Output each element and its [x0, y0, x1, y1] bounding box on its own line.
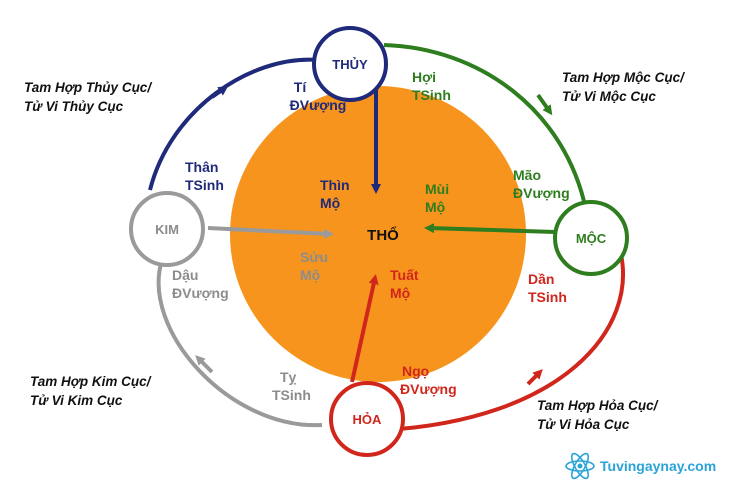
arc-moc-to-hoa	[384, 249, 626, 432]
label-mui-1: Mùi	[425, 181, 449, 197]
node-moc-label: MỘC	[576, 231, 607, 246]
arc-kim-to-thuy-head	[210, 85, 229, 99]
tam-hop-thuy-line1: Tam Hợp Thủy Cục/	[24, 80, 152, 95]
tam-hop-kim-line2: Tử Vi Kim Cục	[30, 393, 123, 408]
node-moc-circle	[553, 200, 629, 276]
label-tuat-2: Mộ	[390, 285, 410, 301]
arc-moc-to-hoa-head	[526, 369, 543, 386]
label-thin-2: Mộ	[320, 195, 340, 211]
label-ty-1: Tỵ	[280, 369, 297, 385]
label-than-2: TSinh	[185, 177, 224, 193]
arc-thuy-to-moc-head	[536, 93, 553, 116]
label-mui-2: Mộ	[425, 199, 445, 215]
tam-hop-moc-line1: Tam Hợp Mộc Cục/	[562, 70, 685, 85]
atom-icon	[565, 452, 595, 480]
node-hoa-circle	[329, 381, 405, 457]
watermark-text: Tuvingaynay.com	[600, 458, 716, 474]
label-than-1: Thân	[185, 159, 218, 175]
arc-hoa-to-kim	[156, 259, 323, 428]
node-kim-label: KIM	[155, 222, 179, 237]
label-dau-1: Dậu	[172, 267, 198, 283]
node-kim-circle	[129, 191, 205, 267]
label-ngo-1: Ngọ	[402, 363, 429, 379]
arc-hoa-to-kim-head	[195, 355, 214, 374]
label-dan-2: TSinh	[528, 289, 567, 305]
label-hoi-1: Hợi	[412, 69, 436, 85]
tam-hop-hoa-line2: Tử Vi Hỏa Cục	[537, 417, 630, 432]
label-dan-1: Dần	[528, 271, 554, 287]
node-thuy-circle	[312, 26, 388, 102]
node-hoa-label: HỎA	[353, 412, 383, 427]
label-mao-1: Mão	[513, 167, 541, 183]
tam-hop-hoa-line1: Tam Hợp Hỏa Cục/	[537, 398, 659, 413]
center-circle	[230, 86, 526, 382]
center-label: THỔ	[367, 226, 399, 244]
label-dau-2: ĐVượng	[172, 285, 229, 301]
label-ti-1: Tí	[294, 79, 308, 95]
arrow-moc-to-center	[424, 223, 556, 234]
label-tuat-1: Tuất	[390, 267, 419, 283]
label-ti-2: ĐVượng	[290, 97, 347, 113]
label-suu-1: Sửu	[300, 249, 328, 265]
tam-hop-thuy-line2: Tử Vi Thủy Cục	[24, 99, 124, 114]
label-ngo-2: ĐVượng	[400, 381, 457, 397]
tam-hop-kim-line1: Tam Hợp Kim Cục/	[30, 374, 152, 389]
label-thin-1: Thìn	[320, 177, 350, 193]
arc-thuy-to-moc	[383, 43, 588, 211]
label-suu-2: Mộ	[300, 267, 320, 283]
tam-hop-moc-line2: Tử Vi Mộc Cục	[562, 89, 656, 104]
label-ty-2: TSinh	[272, 387, 311, 403]
arrow-hoa-to-center	[350, 274, 379, 383]
label-mao-2: ĐVượng	[513, 185, 570, 201]
label-hoi-2: TSinh	[412, 87, 451, 103]
arrow-kim-to-center	[207, 226, 334, 239]
node-thuy-label: THỦY	[332, 57, 368, 72]
